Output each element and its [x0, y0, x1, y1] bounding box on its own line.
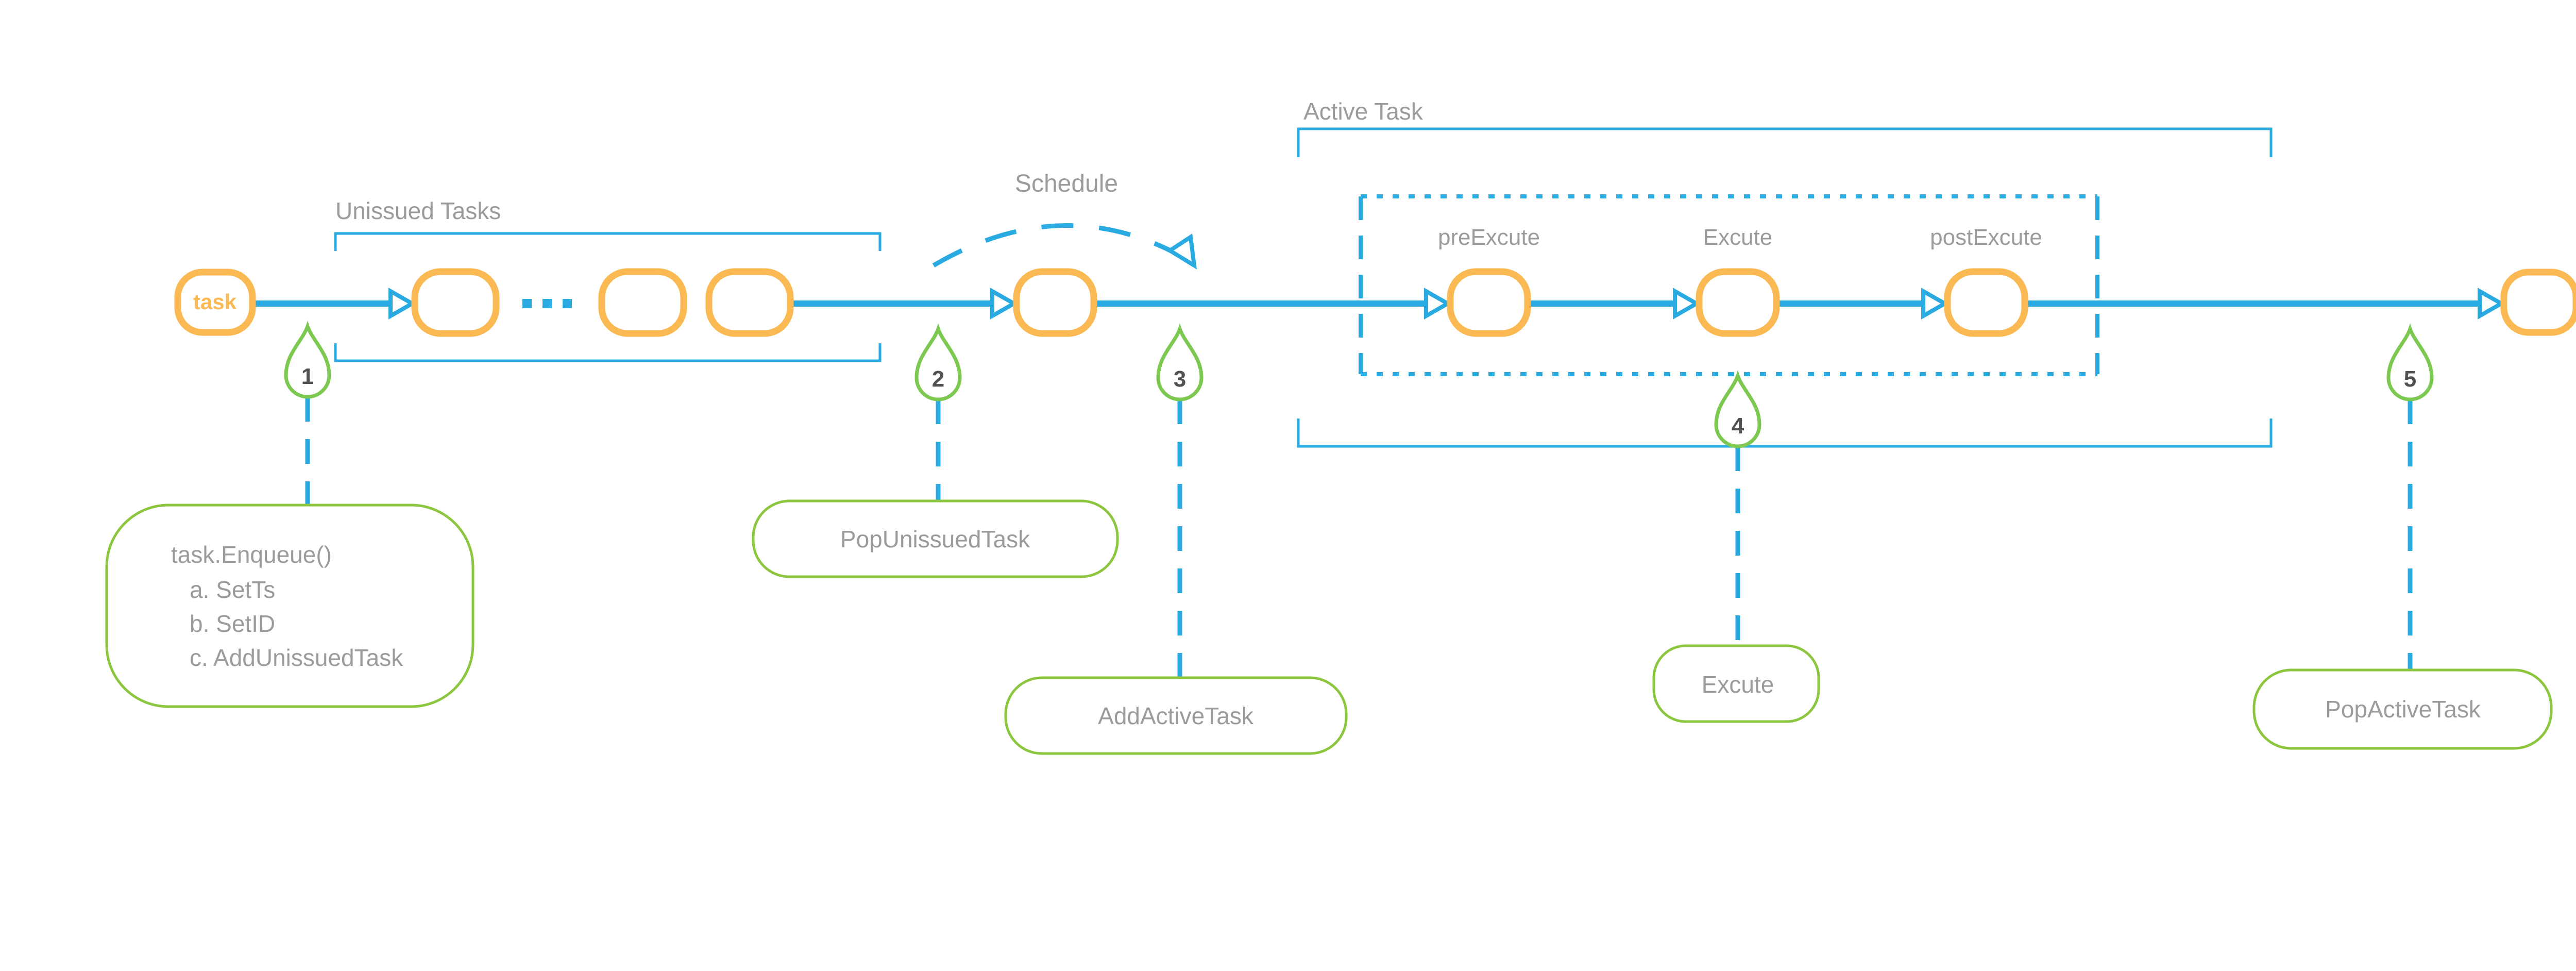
droplet-icon — [1156, 323, 1204, 401]
droplet-icon — [1714, 370, 1761, 448]
note-box-shape — [752, 499, 1119, 578]
unissued-tasks-bracket-bottom — [334, 343, 882, 362]
note-excute: Excute — [1652, 644, 1820, 723]
note-enqueue-item-b: b. SetID — [190, 610, 275, 637]
arrowhead-icon — [990, 288, 1019, 320]
unissued-tasks-label: Unissued Tasks — [335, 197, 501, 224]
excute-node — [1696, 268, 1780, 337]
arrowhead-icon — [1424, 288, 1452, 320]
schedule-section: Schedule — [932, 170, 1197, 337]
active-task-dotted-box — [1359, 194, 2099, 376]
arrowhead-icon — [388, 288, 417, 320]
marker-number: 2 — [932, 366, 944, 392]
note-add-active-label: AddActiveTask — [1098, 702, 1254, 729]
queue-node-3 — [705, 268, 794, 337]
marker-3: 3 — [1156, 323, 1204, 401]
marker-4: 4 — [1714, 370, 1761, 448]
schedule-arc-arrow — [932, 223, 1185, 267]
marker-number: 5 — [2404, 366, 2416, 392]
marker-number: 1 — [301, 364, 314, 389]
marker-number: 3 — [1174, 366, 1186, 392]
note-enqueue-title: task.Enqueue() — [171, 541, 332, 568]
droplet-icon — [2386, 323, 2434, 401]
note-pop-unissued-label: PopUnissuedTask — [840, 526, 1030, 553]
final-node — [2500, 269, 2576, 336]
main-flow-line — [252, 288, 2506, 320]
schedule-label: Schedule — [1015, 170, 1118, 197]
task-node: task — [174, 269, 256, 336]
arrowhead-icon — [1673, 288, 1701, 320]
queue-node-2 — [598, 268, 687, 337]
note-pop-active-label: PopActiveTask — [2325, 696, 2481, 723]
marker-1: 1 — [284, 321, 331, 399]
active-task-section: Active Task preExcute Excute postExcute — [1297, 98, 2273, 448]
note-box-shape — [1652, 644, 1820, 723]
note-enqueue-item-c: c. AddUnissuedTask — [190, 644, 403, 671]
note-box-shape — [1004, 676, 1348, 755]
arrowhead-icon — [1921, 288, 1950, 320]
task-node-shape — [174, 269, 256, 336]
schedule-node — [1013, 268, 1097, 337]
task-node-label: task — [193, 290, 237, 314]
excute-label: Excute — [1703, 225, 1773, 250]
note-pop-unissued: PopUnissuedTask — [752, 499, 1119, 578]
note-task-enqueue: task.Enqueue() a. SetTs b. SetID c. AddU… — [105, 504, 474, 708]
schedule-arc-arrowhead-icon — [1166, 233, 1197, 270]
pre-excute-node — [1447, 268, 1531, 337]
note-enqueue-item-a: a. SetTs — [190, 576, 275, 603]
droplet-icon — [284, 321, 331, 399]
post-excute-node — [1944, 268, 2028, 337]
marker-number: 4 — [1732, 413, 1744, 439]
note-add-active: AddActiveTask — [1004, 676, 1348, 755]
note-pop-active: PopActiveTask — [2252, 668, 2553, 750]
note-box-shape — [2252, 668, 2553, 750]
queue-node-1 — [411, 268, 500, 337]
note-box-shape — [105, 504, 474, 708]
marker-2: 2 — [914, 323, 962, 401]
droplet-icon — [914, 323, 962, 401]
note-excute-label: Excute — [1702, 671, 1774, 698]
active-task-bracket-top — [1297, 127, 2273, 157]
arrowhead-icon — [2478, 288, 2506, 320]
post-excute-label: postExcute — [1930, 225, 2042, 250]
ellipsis-icon — [522, 299, 572, 308]
unissued-tasks-section: Unissued Tasks — [334, 197, 882, 362]
active-task-bracket-bottom — [1297, 418, 2273, 448]
unissued-tasks-bracket-top — [334, 232, 882, 251]
marker-5: 5 — [2386, 323, 2434, 401]
active-task-label: Active Task — [1303, 98, 1423, 125]
pre-excute-label: preExcute — [1438, 225, 1540, 250]
